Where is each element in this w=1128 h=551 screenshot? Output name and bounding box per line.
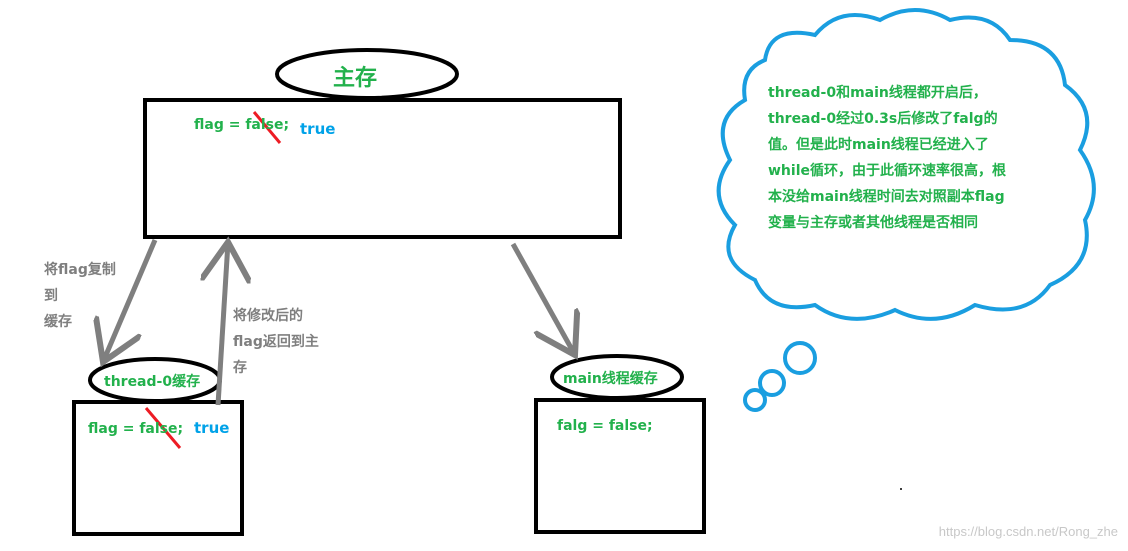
main-thread-cache-title-ellipse [550, 354, 684, 400]
main-thread-cache-box [534, 398, 706, 534]
note-line: 本没给main线程时间去对照副本flag [768, 189, 1005, 205]
main-memory-title: 主存 [333, 66, 378, 91]
strike-mark-thread0 [144, 407, 182, 449]
main-memory-box [143, 98, 622, 239]
main-memory-new-value: true [300, 120, 336, 138]
thought-bubble-medium [758, 369, 786, 397]
return-label-line: 将修改后的 [233, 308, 303, 324]
note-line: 变量与主存或者其他线程是否相同 [768, 215, 978, 231]
main-memory-title-ellipse [275, 48, 459, 100]
thought-bubble-small [743, 388, 767, 412]
copy-label: 将flag复制 到 缓存 [44, 257, 116, 335]
thought-note: thread-0和main线程都开启后， thread-0经过0.3s后修改了f… [768, 80, 1048, 236]
main-thread-flag-text: falg = false; [557, 418, 653, 434]
copy-label-line: 缓存 [44, 314, 72, 330]
thread0-new-value: true [194, 419, 230, 437]
main-memory-flag-text: flag = false; [194, 117, 290, 133]
return-label-line: flag返回到主 [233, 334, 319, 350]
thought-cloud [716, 8, 1096, 321]
thread0-flag-text: flag = false; [88, 421, 184, 437]
return-label: 将修改后的 flag返回到主 存 [233, 303, 319, 381]
main-to-main-thread-arrow [510, 242, 575, 355]
strike-mark-main [252, 111, 282, 144]
main-thread-cache-title: main线程缓存 [563, 371, 658, 387]
return-label-line: 存 [233, 360, 247, 376]
return-to-main-arrow [218, 242, 228, 406]
watermark: https://blog.csdn.net/Rong_zhe [938, 524, 1118, 539]
thought-bubble-large [783, 341, 817, 375]
note-line: 值。但是此时main线程已经进入了 [768, 137, 989, 153]
copy-label-line: 到 [44, 288, 58, 304]
stray-dot [900, 488, 902, 490]
copy-label-line: 将flag复制 [44, 262, 116, 278]
note-line: while循环，由于此循环速率很高，根 [768, 163, 1006, 179]
note-line: thread-0和main线程都开启后， [768, 85, 987, 101]
copy-to-cache-arrow [103, 239, 158, 362]
note-line: thread-0经过0.3s后修改了falg的 [768, 111, 998, 127]
thread0-cache-title: thread-0缓存 [104, 374, 201, 390]
